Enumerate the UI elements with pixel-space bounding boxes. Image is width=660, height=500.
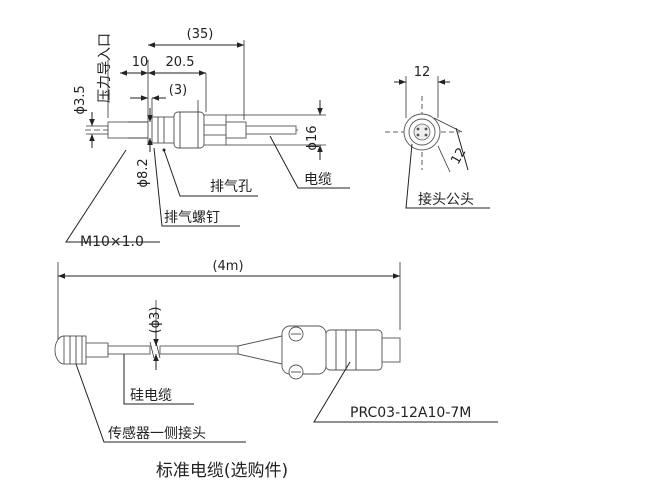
dim-20-5: 20.5 <box>166 55 195 70</box>
cable-length-dim: (4m) <box>212 259 243 274</box>
dim-diameter-16: ϕ16 <box>305 125 320 150</box>
connector-end-view: 12 12 接头公头 <box>385 65 490 209</box>
vent-screw-label: 排气螺钉 <box>164 210 220 226</box>
diagram-caption: 标准电缆(选购件) <box>156 461 288 481</box>
thread-label: M10×1.0 <box>80 234 144 250</box>
dim-diameter-8-2: ϕ8.2 <box>136 158 151 187</box>
part-number-label: PRC03-12A10-7M <box>350 405 471 421</box>
cable-label: 电缆 <box>304 172 332 188</box>
sensor-side-view <box>85 111 300 149</box>
cable-diameter-dim: (ϕ3) <box>148 307 163 334</box>
end-view-width-12: 12 <box>414 65 431 80</box>
dim-3: (3) <box>169 83 187 98</box>
vent-hole-label: 排气孔 <box>210 179 252 195</box>
dim-overall-length: (35) <box>187 27 214 42</box>
connector-male-label: 接头公头 <box>418 191 474 208</box>
pressure-port-label: 压力导入口 <box>97 33 113 103</box>
sensor-side-connector-label: 传感器一侧接头 <box>108 425 206 442</box>
silicone-cable-label: 硅电缆 <box>130 388 172 404</box>
standard-cable-view: (4m) (ϕ3) 硅电缆 PRC03-12A10-7M <box>54 259 498 443</box>
dim-port-diameter: ϕ3.5 <box>73 85 88 114</box>
top-leaders: 排气孔 电缆 排气螺钉 M10×1.0 <box>65 135 350 250</box>
end-view-diagonal-12: 12 <box>448 145 469 167</box>
dim-10: 10 <box>132 55 149 70</box>
top-dimensions: (35) 10 20.5 (3) ϕ3.5 压力导入口 ϕ16 ϕ8.2 <box>73 27 326 188</box>
